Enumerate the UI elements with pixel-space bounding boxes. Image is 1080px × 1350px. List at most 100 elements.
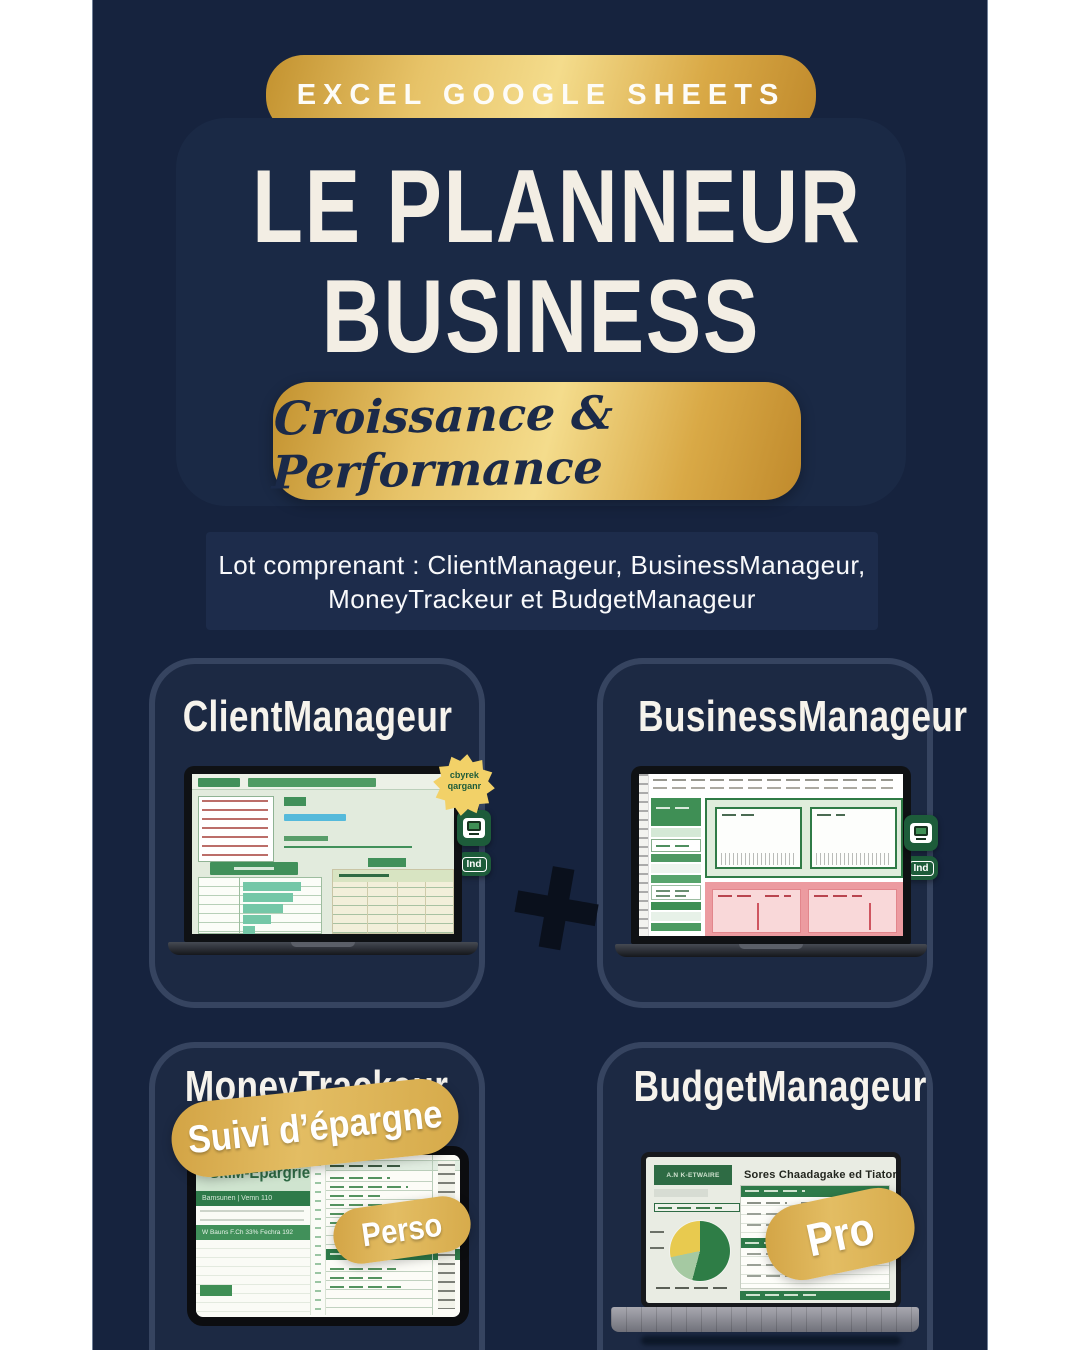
- green-label: [284, 836, 328, 841]
- table-header: [741, 1186, 889, 1197]
- monitor-icon-glyph: [463, 818, 485, 838]
- left-table: [198, 877, 322, 934]
- cell: [651, 902, 701, 910]
- column-divider: [367, 882, 368, 934]
- page-title-line2: BUSINESS: [321, 259, 761, 376]
- laptop-shadow: [641, 1336, 901, 1345]
- clientmanageur-screenshot: [192, 774, 454, 934]
- cell: [651, 875, 701, 883]
- panel-hatch: [721, 853, 796, 865]
- column-divider: [425, 882, 426, 934]
- footer-text: [746, 1294, 816, 1296]
- cell: [651, 912, 701, 921]
- alert-divider: [757, 903, 759, 930]
- starburst-text: cbyrek qarganr: [433, 770, 495, 792]
- header-text: [330, 1165, 400, 1167]
- card-budgetmanageur-title-text: BudgetManageur: [633, 1062, 927, 1111]
- cell: [651, 839, 701, 852]
- plus-glyph: ✚: [498, 838, 614, 984]
- pie-label: [650, 1231, 666, 1233]
- savings-subtitle: Bamsunen | Vemn 110: [202, 1195, 273, 1202]
- row-text: [747, 1202, 787, 1204]
- panel: [715, 807, 802, 869]
- cell: [651, 923, 701, 931]
- table-header-row: [326, 1160, 460, 1171]
- divider-column: [310, 1155, 326, 1315]
- cell: [651, 885, 701, 900]
- cell: [651, 828, 701, 837]
- panel-title: [817, 814, 845, 816]
- script-banner: Croissance & Performance: [271, 382, 801, 500]
- bar: [243, 904, 283, 913]
- row-text: [747, 1264, 785, 1266]
- budgetmanageur-keyboard: [611, 1307, 919, 1332]
- starburst-line1: cbyrek: [449, 770, 479, 781]
- dashboard-zone: [705, 798, 903, 878]
- alert-text: [814, 895, 862, 897]
- card-businessmanageur-title-text: BusinessManageur: [638, 692, 968, 741]
- pie-caption: [656, 1287, 732, 1289]
- card-budgetmanageur: [597, 1042, 933, 1350]
- clientmanageur-laptop-base: [168, 942, 478, 955]
- script-banner-label: Croissance & Performance: [271, 385, 614, 500]
- chip: [284, 797, 306, 806]
- tab: [198, 778, 240, 787]
- panel-hatch: [816, 853, 891, 865]
- footer-band: [740, 1291, 890, 1300]
- cell: [651, 798, 701, 826]
- sheets-ind-icon: Ind: [457, 852, 491, 876]
- subtitle-line1: Lot comprenant : ClientManageur, Busines…: [218, 550, 866, 580]
- pie-label: [650, 1247, 664, 1249]
- table-header: [210, 862, 298, 875]
- savings-banner-text: W Bauns F.Ch 33% Fechra 192: [202, 1229, 294, 1236]
- outlined-strip: [654, 1203, 740, 1212]
- starburst-badge: cbyrek qarganr: [430, 751, 498, 819]
- savings-grid: [196, 1240, 310, 1315]
- table-rows: [326, 1263, 432, 1315]
- row-text: [747, 1275, 799, 1277]
- row-text: [330, 1204, 400, 1206]
- text-line: [653, 779, 893, 781]
- card-moneytrackeur: [149, 1042, 485, 1350]
- alert-zone: [705, 882, 903, 936]
- sheet-title-text: Sores Chaadagake ed Tiatore: [744, 1169, 896, 1181]
- monitor-icon: [457, 810, 491, 846]
- row-text: [747, 1213, 783, 1215]
- right-table: [332, 869, 454, 934]
- faint-lines: [200, 1210, 304, 1223]
- bar: [243, 893, 293, 902]
- alert-text: [765, 895, 791, 897]
- sheet-left-column: [651, 798, 701, 936]
- column-divider: [239, 878, 240, 933]
- badge-pro-label: Pro: [801, 1201, 879, 1267]
- card-budgetmanageur-title: BudgetManageur: [597, 1062, 933, 1112]
- plus-icon: ✚: [491, 837, 622, 984]
- monitor-icon: [904, 815, 938, 851]
- table-header: [333, 870, 453, 882]
- monitor-stand: [916, 838, 926, 840]
- businessmanageur-laptop: [631, 766, 911, 944]
- page-title-line1: LE PLANNEUR: [252, 149, 862, 265]
- ind-label: Ind: [461, 856, 487, 872]
- tab-chip: [368, 858, 406, 867]
- alert-text: [718, 895, 756, 897]
- highlight-bar: [284, 814, 346, 821]
- row-text: [330, 1195, 380, 1197]
- card-businessmanageur-title: BusinessManageur: [597, 692, 967, 742]
- monitor-screen: [467, 821, 481, 831]
- poster-canvas: EXCEL GOOGLE SHEETS LE PLANNEUR BUSINESS…: [92, 0, 988, 1350]
- tab: [248, 778, 376, 787]
- cell-text: [656, 807, 694, 809]
- sheet-title: Sores Chaadagake ed Tiatore: [744, 1165, 896, 1183]
- corner-block: A.N K-ETWAIRE: [654, 1165, 732, 1185]
- subtitle-panel: Lot comprenant : ClientManageur, Busines…: [206, 532, 878, 630]
- alert-panel: [712, 889, 801, 933]
- page-title: LE PLANNEUR BUSINESS: [176, 149, 906, 376]
- column-divider: [397, 882, 398, 934]
- strip-text: [658, 1207, 722, 1209]
- businessmanageur-screenshot: [639, 774, 903, 936]
- badge-perso-label: Perso: [359, 1205, 445, 1254]
- row-text: [330, 1286, 402, 1288]
- platform-badge-label: EXCEL GOOGLE SHEETS: [296, 78, 786, 111]
- row-text: [330, 1277, 382, 1279]
